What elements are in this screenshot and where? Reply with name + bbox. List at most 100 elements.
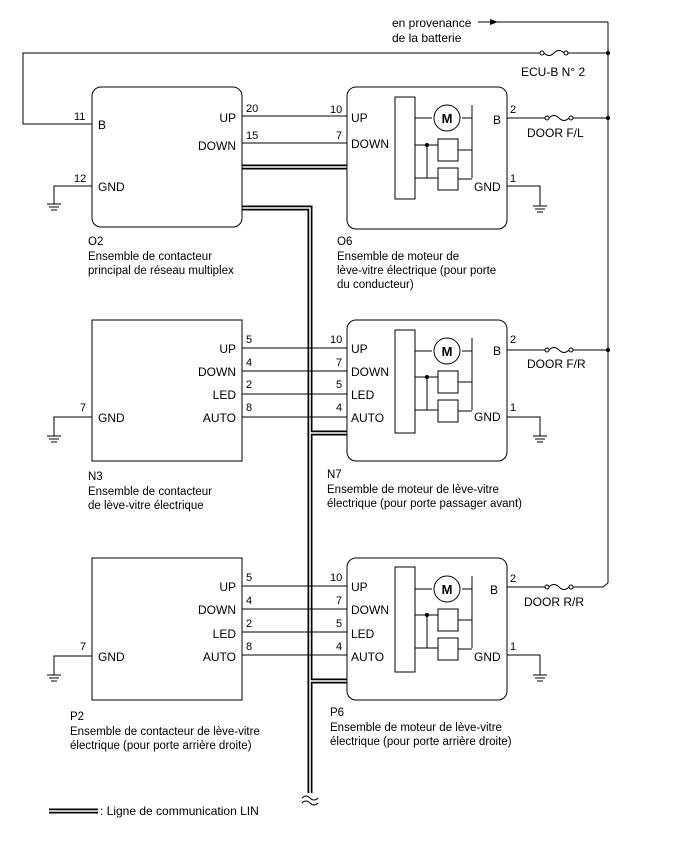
o2-desc-line1: Ensemble de contacteur (88, 251, 212, 263)
p2-pin-gnd: 7 (80, 641, 86, 653)
n3-desc-line2: de lève-vitre électrique (88, 500, 204, 512)
o2-desc-line2: principal de réseau multiplex (88, 265, 234, 277)
fuse-ecub-label: ECU-B N° 2 (521, 65, 585, 79)
p6-label-auto: AUTO (351, 650, 384, 664)
o6-desc-line3: du conducteur) (337, 279, 414, 291)
fuse-icon (544, 115, 574, 121)
ecub-fuse-circuit: ECU-B N° 2 (22, 50, 608, 125)
fuse-fl-label: DOOR F/L (527, 126, 584, 140)
legend-text: : Ligne de communication LIN (100, 804, 259, 818)
p2-rear-switch: 5 4 2 8 UP DOWN LED AUTO 7 GND P2 Ensemb… (46, 557, 260, 752)
fuse-fr-label: DOOR F/R (527, 357, 586, 371)
lin-bus (242, 164, 347, 793)
fuse-icon (544, 347, 574, 353)
p2-desc-line1: Ensemble de contacteur de lève-vitre (70, 726, 260, 738)
fuse-icon (539, 50, 569, 56)
svg-text:M: M (442, 582, 453, 597)
ground-icon (46, 670, 62, 682)
ground-icon (46, 431, 62, 443)
motor-icon: M (394, 329, 473, 434)
p6-label-gnd: GND (474, 650, 501, 664)
ground-icon (532, 201, 548, 213)
p6-label-down: DOWN (351, 603, 389, 617)
o6-desc-line2: lève-vitre électrique (pour porte (337, 265, 496, 277)
n7-label-led: LED (351, 388, 375, 402)
battery-label-line1: en provenance (392, 16, 472, 30)
arrow-icon (490, 19, 498, 25)
n7-label-down: DOWN (351, 365, 389, 379)
n3-pin-down: 4 (246, 357, 252, 369)
p2-pin-auto: 8 (246, 641, 252, 653)
p6-pin-led: 5 (336, 618, 342, 630)
p2-label-down: DOWN (198, 603, 236, 617)
p6-pin-b: 2 (510, 573, 516, 585)
p2-pin-up: 5 (246, 572, 252, 584)
p6-desc-line1: Ensemble de moteur de lève-vitre (330, 722, 502, 734)
lin-break-mark (301, 795, 319, 806)
n3-pin-gnd: 7 (80, 402, 86, 414)
o2-pin-gnd: 12 (74, 173, 86, 185)
o6-label-b: B (493, 113, 501, 127)
legend: : Ligne de communication LIN (49, 804, 259, 818)
p2-label-up: UP (219, 580, 236, 594)
battery-label-line2: de la batterie (392, 31, 462, 45)
n7-pin-auto: 4 (336, 402, 342, 414)
p6-pin-up: 10 (330, 572, 342, 584)
o6-driver-motor: 10 7 UP DOWN B GND 2 1 M O6 Ensemble de … (330, 86, 548, 291)
p6-label-b: B (490, 583, 498, 597)
ground-icon (532, 670, 548, 682)
o6-pin-gnd: 1 (510, 173, 516, 185)
door-rr-fuse-circuit: DOOR R/R (507, 582, 609, 609)
n7-pin-b: 2 (510, 334, 516, 346)
n3-label-down: DOWN (198, 365, 236, 379)
n7-desc-line2: électrique (pour porte passager avant) (327, 498, 522, 510)
n7-code: N7 (327, 469, 342, 481)
n3-code: N3 (88, 471, 103, 483)
n3-n7-wires (242, 347, 347, 418)
svg-text:M: M (442, 344, 453, 359)
p6-label-led: LED (351, 627, 375, 641)
p6-pin-down: 7 (336, 595, 342, 607)
n3-desc-line1: Ensemble de contacteur (88, 486, 212, 498)
o6-label-up: UP (351, 111, 368, 125)
o2-pin-up: 20 (246, 103, 258, 115)
o6-label-down: DOWN (351, 137, 389, 151)
o2-pin-down: 15 (246, 130, 258, 142)
motor-icon: M (394, 566, 473, 673)
p2-label-gnd: GND (98, 650, 125, 664)
p2-desc-line2: électrique (pour porte arrière droite) (70, 740, 252, 752)
n3-pin-up: 5 (246, 334, 252, 346)
o2-label-gnd: GND (98, 180, 125, 194)
n7-label-auto: AUTO (351, 411, 384, 425)
n7-desc-line1: Ensemble de moteur de lève-vitre (327, 484, 499, 496)
motor-icon: M (394, 96, 473, 200)
ground-icon (46, 199, 62, 211)
p6-label-up: UP (351, 580, 368, 594)
p6-desc-line2: électrique (pour porte arrière droite) (330, 736, 512, 748)
door-fr-fuse-circuit: DOOR F/R (507, 347, 608, 371)
o6-label-gnd: GND (474, 180, 501, 194)
p2-p6-wires (242, 585, 347, 656)
p6-pin-auto: 4 (336, 641, 342, 653)
n7-pin-up: 10 (330, 334, 342, 346)
o6-pin-down: 7 (336, 130, 342, 142)
p2-pin-down: 4 (246, 595, 252, 607)
fuse-rr-label: DOOR R/R (524, 595, 584, 609)
battery-feed: en provenance de la batterie (392, 16, 610, 583)
n7-label-gnd: GND (474, 410, 501, 424)
p6-code: P6 (330, 707, 344, 719)
o6-pin-b: 2 (510, 104, 516, 116)
p2-pin-led: 2 (246, 618, 252, 630)
n7-pin-down: 7 (336, 357, 342, 369)
n7-passenger-motor: 10 7 5 4 UP DOWN LED AUTO B GND 2 1 M (327, 319, 548, 510)
n7-label-up: UP (351, 342, 368, 356)
n7-label-b: B (493, 344, 501, 358)
o6-code: O6 (337, 236, 352, 248)
o2-pin-b: 11 (74, 111, 85, 123)
o2-o6-wires (242, 115, 347, 144)
door-fl-fuse-circuit: DOOR F/L (507, 115, 608, 140)
p2-label-led: LED (213, 627, 237, 641)
o6-pin-up: 10 (330, 104, 342, 116)
n3-label-up: UP (219, 342, 236, 356)
